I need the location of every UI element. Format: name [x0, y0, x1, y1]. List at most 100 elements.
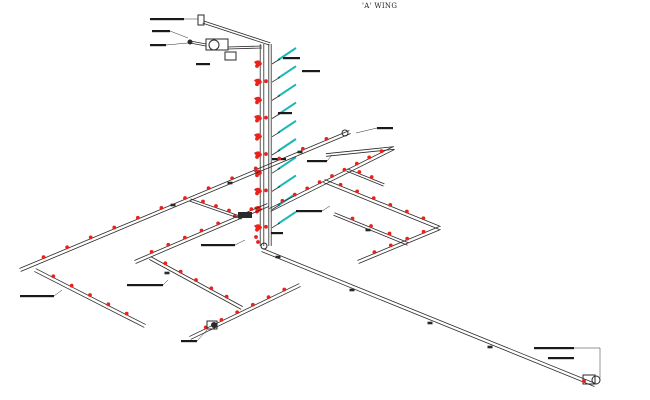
riser-branch-connector	[271, 113, 281, 119]
sprinkler-head-icon	[227, 208, 231, 213]
branch-pipe	[358, 229, 441, 264]
branch-pipe	[190, 286, 301, 340]
sprinkler-head-icon	[254, 96, 262, 103]
pipe-size-label	[201, 244, 235, 247]
pipe-size-label	[20, 295, 54, 298]
riser-branch-stub	[277, 138, 297, 152]
sprinkler-head-icon	[254, 115, 262, 121]
sprinkler-head-icon	[324, 136, 329, 141]
pipe-size-label	[296, 210, 322, 213]
leader-line	[321, 205, 331, 212]
sprinkler-head-icon	[255, 173, 259, 178]
sprinkler-head-icon	[88, 235, 93, 240]
branch-pipe	[189, 283, 300, 337]
sprinkler-head-icon	[371, 196, 376, 201]
pipe-fitting-icon	[487, 345, 493, 349]
pipe-size-label	[283, 57, 300, 60]
sprinkler-head-icon	[282, 287, 287, 292]
sprinkler-head-icon	[264, 115, 268, 120]
sprinkler-head-icon	[421, 216, 426, 221]
pump-icon	[205, 38, 229, 51]
sprinkler-head-icon	[292, 192, 297, 197]
riser-branch-connector	[271, 186, 281, 192]
valve-icon	[591, 375, 601, 385]
sprinkler-head-icon	[255, 191, 259, 196]
short-branch-pipe	[347, 168, 385, 185]
sprinkler-head-icon	[88, 293, 92, 297]
riser-branch-connector	[271, 76, 281, 83]
pipe-fitting-icon	[297, 150, 303, 154]
sprinkler-head-icon	[65, 245, 70, 250]
sprinkler-head-icon	[369, 224, 373, 228]
sprinkler-head-icon	[379, 149, 384, 154]
riser-top-pipe	[202, 22, 270, 46]
pipe-fitting-icon	[365, 228, 371, 232]
sprinkler-head-icon	[254, 224, 262, 230]
pipe-size-label	[152, 30, 170, 33]
pipe-size-label	[181, 340, 197, 343]
sprinkler-head-icon	[178, 269, 183, 274]
sprinkler-head-icon	[250, 302, 255, 307]
sprinkler-head-icon	[421, 229, 426, 234]
pipe-fitting-icon	[349, 288, 355, 292]
sprinkler-head-icon	[369, 175, 374, 179]
riser-branch-stub	[277, 210, 297, 225]
main-supply-pipe	[261, 251, 595, 387]
sprinkler-head-icon	[106, 302, 111, 307]
sprinkler-head-icon	[372, 250, 377, 255]
leader-line	[355, 127, 378, 134]
sprinkler-head-icon	[367, 155, 372, 160]
leader-line	[196, 329, 208, 342]
leader-line	[53, 289, 63, 297]
leader-line	[169, 30, 189, 39]
pipe-size-label	[377, 127, 393, 130]
sprinkler-head-icon	[254, 187, 262, 194]
sprinkler-head-icon	[388, 243, 393, 248]
pump-motor-icon	[224, 51, 237, 61]
sprinkler-head-icon	[264, 152, 268, 156]
riser-branch-connector	[271, 149, 281, 156]
sprinkler-head-icon	[255, 100, 259, 105]
sprinkler-head-icon	[255, 155, 259, 159]
riser-branch-connector	[271, 95, 281, 101]
pipe-size-label	[271, 232, 283, 235]
riser-branch-stub	[277, 47, 297, 61]
pipe-fitting-icon	[227, 181, 233, 185]
branch-pipe	[325, 146, 394, 155]
sprinkler-head-icon	[255, 136, 259, 141]
pipe-size-label	[307, 160, 327, 163]
pipe-size-label	[548, 357, 574, 360]
pipe-fitting-icon	[170, 203, 176, 207]
sprinkler-head-icon	[255, 82, 259, 87]
pipe-size-label	[196, 63, 210, 66]
sprinkler-head-icon	[254, 235, 258, 239]
sprinkler-head-icon	[264, 188, 268, 193]
sprinkler-head-icon	[41, 255, 46, 260]
sprinkler-head-icon	[254, 151, 262, 158]
sprinkler-head-icon	[183, 196, 187, 200]
pipe-fitting-icon	[238, 212, 252, 218]
sprinkler-head-icon	[317, 180, 322, 185]
riser-branch-connector	[271, 167, 281, 174]
riser-branch-connector	[271, 131, 281, 138]
branch-pipe	[357, 226, 440, 261]
leader-line	[165, 42, 189, 46]
sprinkler-head-icon	[214, 204, 218, 208]
riser-branch-stub	[277, 156, 297, 171]
sprinkler-head-icon	[182, 235, 187, 240]
sprinkler-head-icon	[216, 221, 221, 226]
sprinkler-head-icon	[249, 207, 254, 212]
sprinkler-head-icon	[166, 242, 171, 247]
riser-branch-connector	[271, 58, 281, 65]
sprinkler-head-icon	[219, 317, 224, 322]
pipe-fitting-icon	[275, 255, 281, 259]
sprinkler-head-icon	[199, 228, 204, 233]
branch-pipe	[149, 259, 242, 310]
sprinkler-head-icon	[355, 189, 360, 194]
sprinkler-head-icon	[266, 295, 271, 300]
riser-branch-connector	[271, 222, 281, 229]
pipe-size-label	[150, 44, 166, 47]
riser-top-pipe	[203, 20, 271, 44]
pump-icon	[208, 39, 220, 51]
